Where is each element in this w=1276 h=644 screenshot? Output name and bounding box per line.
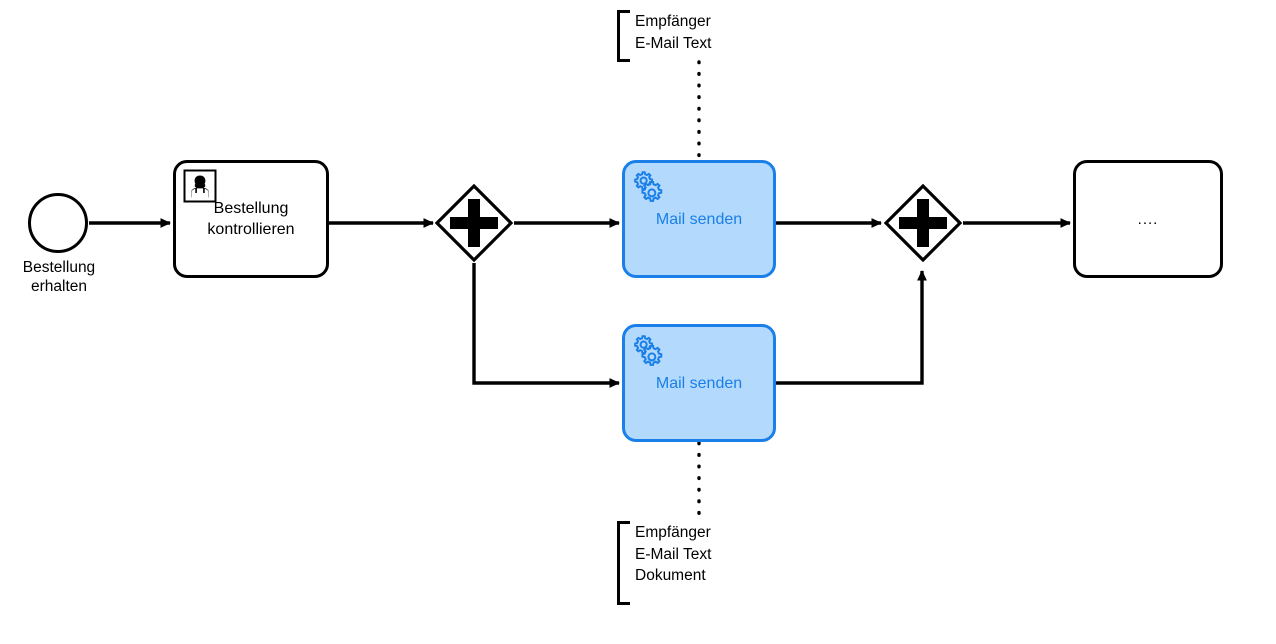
user-task[interactable]: Bestellung kontrollieren <box>173 160 329 278</box>
flow-split-to-mail-bottom <box>472 263 620 388</box>
annotation-top: Empfänger E-Mail Text <box>617 10 711 62</box>
user-icon <box>183 169 217 203</box>
annotation-top-text: Empfänger E-Mail Text <box>635 13 712 52</box>
annotation-bottom: Empfänger E-Mail Text Dokument <box>617 521 711 605</box>
service-task-top-label: Mail senden <box>655 210 743 228</box>
start-event[interactable] <box>28 193 88 253</box>
service-task-mail-bottom[interactable]: Mail senden <box>622 324 776 442</box>
service-task-mail-top[interactable]: Mail senden <box>622 160 776 278</box>
annotation-bracket <box>617 10 630 62</box>
continuation-task[interactable]: .... <box>1073 160 1223 278</box>
gear-icon <box>632 333 666 367</box>
annotation-bottom-text: Empfänger E-Mail Text Dokument <box>635 524 712 584</box>
flow-mail-bottom-to-join <box>776 270 927 385</box>
start-event-label: Bestellung erhalten <box>22 259 96 295</box>
user-task-label: Bestellung kontrollieren <box>207 200 295 238</box>
parallel-gateway-join[interactable] <box>884 184 962 262</box>
parallel-gateway-split[interactable] <box>435 184 513 262</box>
service-task-bottom-label: Mail senden <box>655 374 743 392</box>
gear-icon <box>632 169 666 203</box>
continuation-task-label: .... <box>1137 210 1159 228</box>
annotation-bracket <box>617 521 630 605</box>
